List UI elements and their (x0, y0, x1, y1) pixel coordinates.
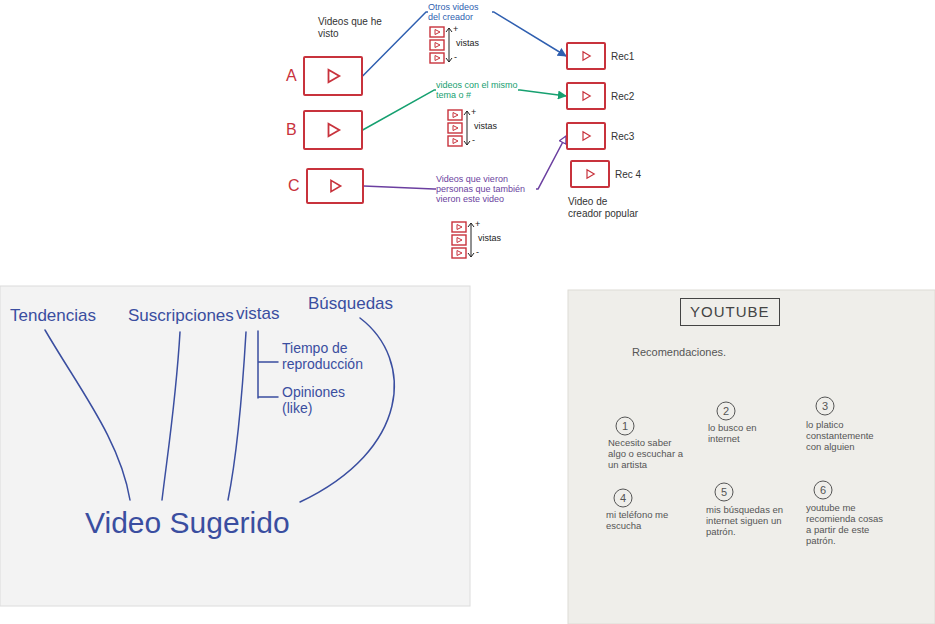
node-text: C (288, 177, 300, 195)
recommendation-box: Rec 4 (570, 160, 641, 188)
node-text: 4 (620, 492, 626, 504)
annotation-text: Tiempo de reproducción (282, 340, 382, 372)
annotation-text: mis búsquedas en internet siguen un patr… (706, 505, 784, 538)
recommendation-box: Rec1 (566, 42, 634, 70)
paper-sheet (0, 286, 470, 606)
number-circle: 2 (716, 401, 736, 421)
node-text: 3 (822, 400, 828, 412)
play-triangle (583, 52, 590, 60)
video-frame (303, 56, 363, 96)
annotation-text: - (454, 52, 457, 62)
title-box: YOUTUBE (680, 298, 780, 326)
play-triangle (331, 180, 341, 191)
annotation-text: vistas (456, 38, 479, 48)
annotation-text: - (472, 135, 475, 145)
play-icon (308, 170, 362, 202)
play-icon (568, 84, 604, 108)
node-text: 2 (723, 405, 729, 417)
video-icon-column (430, 27, 466, 258)
annotation-text: Necesito saber algo o escuchar a un arti… (608, 438, 690, 471)
node-text: Rec3 (611, 131, 634, 142)
annotation-text: + (453, 24, 458, 34)
circle-line (715, 483, 733, 501)
play-icon (568, 44, 604, 68)
annotation-text: lo platico constantemente con alguien (806, 420, 890, 453)
play-triangle (583, 132, 590, 140)
play-triangle (587, 170, 594, 178)
recommendation-box: Rec2 (566, 82, 634, 110)
annotation-text: Opiniones (like) (282, 384, 362, 416)
play-icon (305, 112, 361, 148)
play-icon (568, 124, 604, 148)
number-circle: 1 (615, 416, 635, 436)
number-circle: 5 (714, 482, 734, 502)
play-triangle (583, 92, 590, 100)
annotation-text: Búsquedas (308, 294, 393, 314)
annotation-text: Videos que he visto (318, 16, 388, 39)
annotation-text: - (476, 247, 479, 257)
node-text: Rec2 (611, 91, 634, 102)
node-text: A (286, 67, 297, 85)
recommendation-box: Rec3 (566, 122, 634, 150)
play-icon (572, 162, 608, 186)
annotation-text: vistas (478, 233, 501, 243)
number-circle: 6 (813, 480, 833, 500)
node-text: 1 (622, 420, 628, 432)
annotation-text: mi teléfono me escucha (606, 510, 670, 532)
circle-line (614, 489, 632, 507)
video-frame (306, 168, 364, 204)
video-frame (566, 42, 606, 70)
annotation-text: lo busco en internet (708, 423, 780, 445)
play-icon (305, 58, 361, 94)
annotation-text: + (475, 219, 480, 229)
video-frame (566, 82, 606, 110)
play-triangle (328, 70, 339, 83)
node-text: B (286, 121, 297, 139)
annotation-text: Recomendaciones. (632, 346, 726, 359)
video-box: B (286, 110, 363, 150)
annotation-text: Video Sugerido (85, 506, 290, 541)
annotation-text: vistas (474, 121, 497, 131)
node-text: Rec1 (611, 51, 634, 62)
circle-line (814, 481, 832, 499)
annotation-text: Video de creador popular (568, 196, 640, 219)
converging-curves (45, 318, 394, 502)
annotation-text: youtube me recomienda cosas a partir de … (806, 503, 890, 547)
number-circle: 3 (815, 396, 835, 416)
node-text: Rec 4 (615, 169, 641, 180)
annotation-text: Tendencias (10, 306, 96, 326)
node-text: YOUTUBE (690, 303, 770, 320)
number-circle: 4 (613, 488, 633, 508)
circle-line (616, 417, 634, 435)
video-frame (570, 160, 610, 188)
paper-sheet (568, 290, 935, 624)
annotation-text: Suscripciones (128, 306, 234, 326)
annotation-text: vistas (236, 304, 279, 324)
annotation-text: + (471, 107, 476, 117)
edge-label: Videos que vieron personas que también v… (436, 174, 536, 204)
node-text: 5 (721, 486, 727, 498)
video-frame (303, 110, 363, 150)
circle-line (816, 397, 834, 415)
video-frame (566, 122, 606, 150)
play-triangle (328, 124, 339, 137)
views-scale-arrow (446, 28, 474, 257)
video-box: C (288, 168, 364, 204)
node-text: 6 (820, 484, 826, 496)
edge-label: Otros videos del creador (428, 2, 492, 22)
circle-line (717, 402, 735, 420)
video-box: A (286, 56, 363, 96)
edge-label: videos con el mismo tema o # (436, 80, 518, 100)
